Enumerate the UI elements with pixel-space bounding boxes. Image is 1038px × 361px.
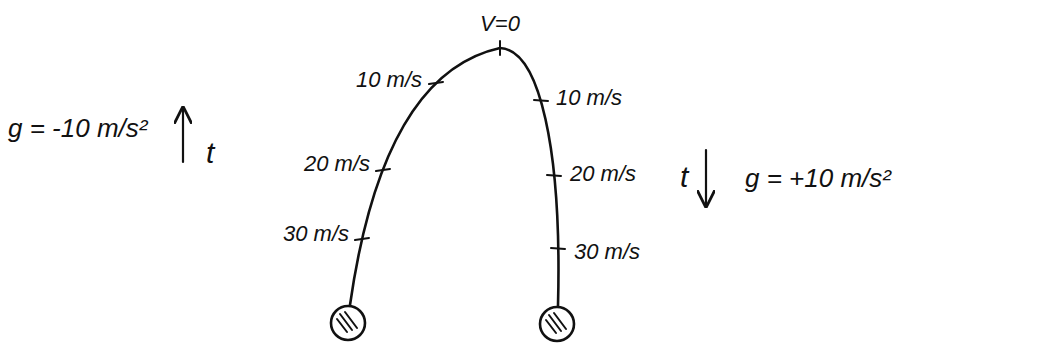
tick — [355, 238, 369, 240]
velocity-label: 10 m/s — [556, 86, 622, 110]
time-label: t — [680, 160, 688, 193]
gravity-label: g = -10 m/s² — [8, 114, 147, 143]
ball — [540, 307, 574, 341]
tick — [534, 100, 548, 101]
velocity-label: 30 m/s — [283, 222, 349, 246]
down-arrow — [705, 150, 707, 206]
tick — [547, 175, 561, 176]
tick — [429, 82, 443, 84]
downward-path — [500, 48, 558, 306]
up-arrow — [182, 108, 184, 162]
tick — [376, 169, 390, 171]
velocity-label: 20 m/s — [570, 162, 636, 186]
velocity-label: 30 m/s — [574, 240, 640, 264]
time-label: t — [206, 136, 214, 169]
gravity-label: g = +10 m/s² — [745, 164, 891, 193]
velocity-label: 20 m/s — [304, 152, 370, 176]
velocity-label: 10 m/s — [356, 68, 422, 92]
upward-path — [350, 48, 500, 305]
ball — [331, 306, 365, 340]
apex-label: V=0 — [480, 12, 520, 36]
apex-tick — [499, 41, 501, 55]
tick — [551, 248, 565, 249]
